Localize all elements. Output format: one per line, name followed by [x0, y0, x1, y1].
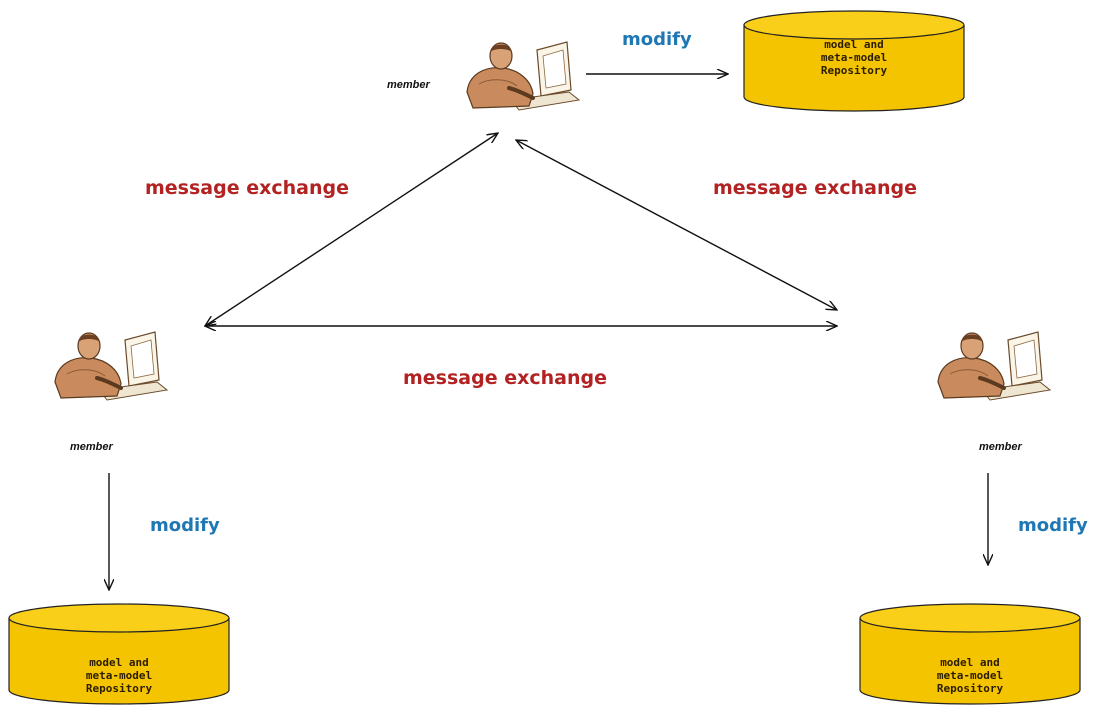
repository-line-2: meta-model: [936, 669, 1004, 682]
member-right-icon: [936, 330, 1052, 402]
repository-line-1: model and: [824, 38, 884, 51]
modify-label-left: modify: [150, 515, 220, 536]
repository-line-1: model and: [89, 656, 149, 669]
message-exchange-arrow-left: [205, 133, 498, 326]
repository-line-2: meta-model: [85, 669, 153, 682]
member-label-right: member: [979, 441, 1022, 453]
modify-label-top: modify: [622, 29, 692, 50]
repository-line-1: model and: [940, 656, 1000, 669]
repository-line-3: Repository: [820, 64, 888, 77]
message-exchange-label-left: message exchange: [145, 177, 349, 199]
member-top-icon: [465, 40, 581, 112]
message-exchange-label-right: message exchange: [713, 177, 917, 199]
member-label-top: member: [387, 79, 430, 91]
message-exchange-arrow-right: [516, 140, 837, 310]
repository-line-3: Repository: [936, 682, 1004, 695]
message-exchange-label-bottom: message exchange: [403, 367, 607, 389]
repository-top-caption: model and meta-model Repository: [744, 38, 964, 77]
member-left-icon: [53, 330, 169, 402]
member-label-left: member: [70, 441, 113, 453]
repository-line-3: Repository: [85, 682, 153, 695]
repository-line-2: meta-model: [820, 51, 888, 64]
modify-label-right: modify: [1018, 515, 1088, 536]
repository-right-caption: model and meta-model Repository: [860, 656, 1080, 695]
repository-left-caption: model and meta-model Repository: [9, 656, 229, 695]
